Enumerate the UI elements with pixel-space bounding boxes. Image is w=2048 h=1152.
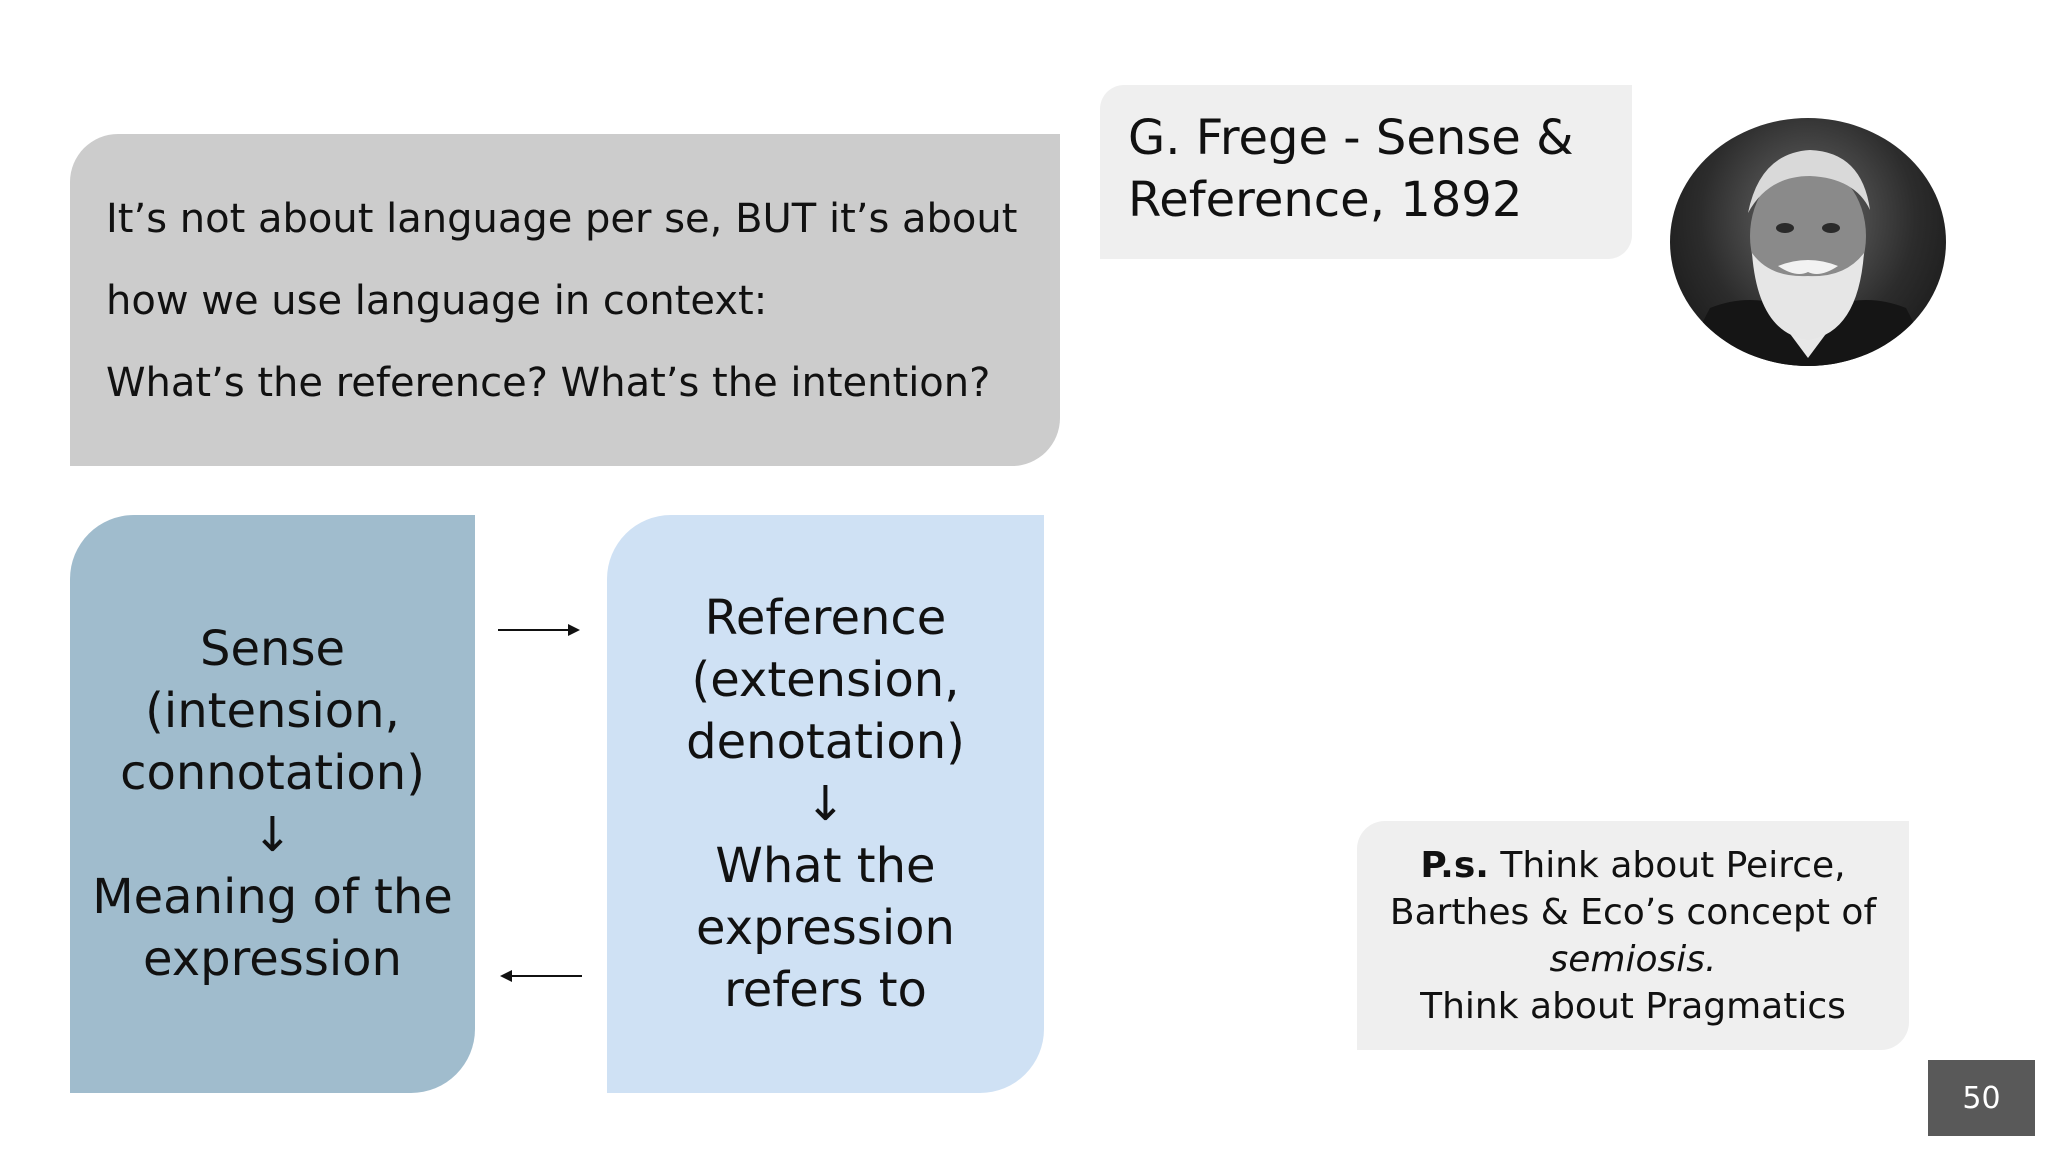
ps-line-4: Think about Pragmatics (1420, 985, 1846, 1027)
reference-synonym-1: (extension, (691, 652, 960, 708)
reference-synonym-2: denotation) (686, 714, 965, 770)
sense-synonym-2: connotation) (120, 745, 425, 801)
frege-portrait-image (1670, 118, 1946, 366)
ps-line-2: Barthes & Eco’s concept of (1389, 891, 1877, 933)
right-arrow-icon (498, 624, 580, 636)
ps-line-1: P.s. Think about Peirce, (1390, 842, 1876, 889)
ps-line-1-text: Think about Peirce, (1488, 844, 1846, 886)
reference-definition-2: expression (696, 900, 955, 956)
sense-definition-2: expression (143, 931, 402, 987)
slide-title: G. Frege - Sense & Reference, 1892 (1100, 85, 1632, 259)
reference-definition-3: refers to (724, 962, 927, 1018)
down-arrow-icon: ↓ (252, 807, 293, 863)
sense-synonym-1: (intension, (145, 683, 400, 739)
title-line-2: Reference, 1892 (1128, 172, 1523, 228)
ps-note: P.s. Think about Peirce, Barthes & Eco’s… (1357, 821, 1909, 1050)
ps-label: P.s. (1420, 844, 1489, 886)
intro-line-2: how we use language in context: (106, 278, 768, 324)
intro-line-1: It’s not about language per se, BUT it’s… (106, 196, 1018, 242)
ps-line-3: semiosis. (1390, 936, 1876, 983)
title-line-1: G. Frege - Sense & (1128, 110, 1574, 166)
reference-term: Reference (704, 590, 947, 646)
left-arrow-icon (500, 970, 582, 982)
reference-box: Reference (extension, denotation) ↓ What… (607, 515, 1044, 1093)
page-number-badge: 50 (1928, 1060, 2035, 1136)
sense-term: Sense (200, 621, 345, 677)
sense-definition-1: Meaning of the (92, 869, 453, 925)
intro-callout: It’s not about language per se, BUT it’s… (70, 134, 1060, 466)
ps-semiosis: semiosis. (1549, 938, 1717, 980)
down-arrow-icon: ↓ (805, 776, 846, 832)
reference-definition-1: What the (715, 838, 936, 894)
intro-line-3: What’s the reference? What’s the intenti… (106, 360, 991, 406)
sense-box: Sense (intension, connotation) ↓ Meaning… (70, 515, 475, 1093)
portrait-illustration (1680, 150, 1936, 366)
